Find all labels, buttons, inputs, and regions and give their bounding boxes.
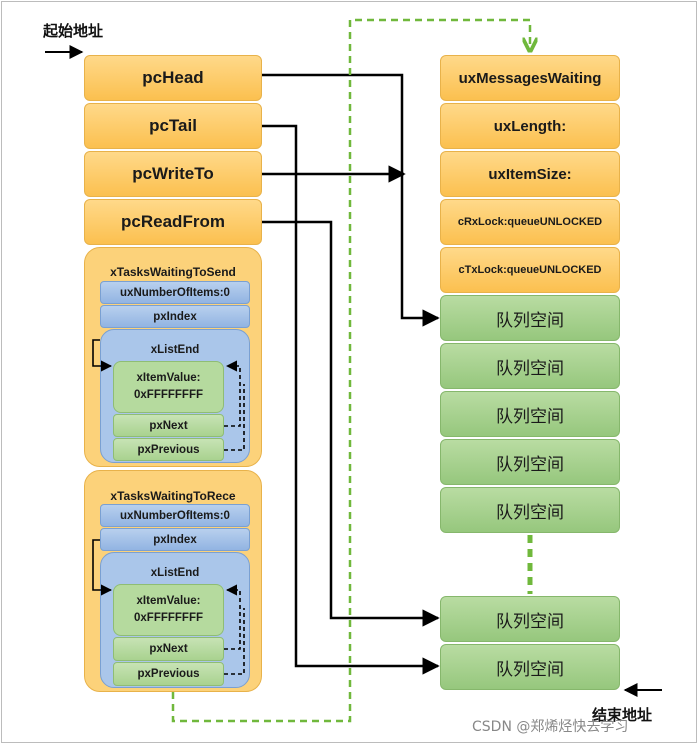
list-end-title: xListEnd [150, 567, 200, 579]
list2-index-arrow [92, 539, 113, 596]
dashed-green-link [171, 18, 530, 723]
list2-prev-loop [224, 608, 245, 675]
item-value-number: 0xFFFFFFFF [134, 389, 203, 401]
list-previous: pxPrevious [113, 662, 224, 686]
pcwriteto-field: pcWriteTo [84, 151, 262, 197]
pctail-field: pcTail [84, 103, 262, 149]
list1-prev-loop [224, 384, 245, 451]
pchead-field: pcHead [84, 55, 262, 101]
ux-messages-waiting-field: uxMessagesWaiting [440, 55, 620, 101]
item-value-label: xItemValue: [136, 595, 201, 607]
list-item-value: xItemValue: 0xFFFFFFFF [113, 584, 224, 636]
end-address-label: 结束地址 [592, 706, 653, 724]
list-end-title: xListEnd [150, 344, 200, 356]
list-index: pxIndex [100, 528, 250, 551]
pctail-arrow [262, 124, 440, 675]
queue-storage-block: 队列空间 [440, 644, 620, 690]
item-value-number: 0xFFFFFFFF [134, 612, 203, 624]
list-title: xTasksWaitingToRece [110, 489, 236, 503]
list-item-value: xItemValue: 0xFFFFFFFF [113, 361, 224, 413]
queue-storage-block: 队列空间 [440, 343, 620, 389]
rx-lock-field: cRxLock:queueUNLOCKED [440, 199, 620, 245]
queue-storage-block: 队列空间 [440, 295, 620, 341]
list-next: pxNext [113, 414, 224, 437]
list-num-items: uxNumberOfItems:0 [100, 504, 250, 527]
watermark: CSDN @郑烯烃快去学习 [472, 719, 629, 735]
queue-storage-block: 队列空间 [440, 391, 620, 437]
list-previous: pxPrevious [113, 438, 224, 461]
tx-lock-field: cTxLock:queueUNLOCKED [440, 247, 620, 293]
start-address-label: 起始地址 [43, 22, 104, 40]
list-index: pxIndex [100, 305, 250, 328]
queue-storage-block: 队列空间 [440, 439, 620, 485]
list-title: xTasksWaitingToSend [110, 265, 236, 279]
pchead-arrow [262, 73, 440, 327]
list1-index-arrow [92, 339, 113, 372]
list-num-items: uxNumberOfItems:0 [100, 281, 250, 304]
queue-storage-block: 队列空间 [440, 596, 620, 642]
pcreadfrom-arrow [262, 220, 440, 627]
ux-length-field: uxLength: [440, 103, 620, 149]
queue-storage-block: 队列空间 [440, 487, 620, 533]
list2-next-loop [224, 584, 241, 650]
ux-item-size-field: uxItemSize: [440, 151, 620, 197]
item-value-label: xItemValue: [136, 372, 201, 384]
list1-next-loop [224, 360, 241, 427]
list-next: pxNext [113, 637, 224, 661]
pcreadfrom-field: pcReadFrom [84, 199, 262, 245]
